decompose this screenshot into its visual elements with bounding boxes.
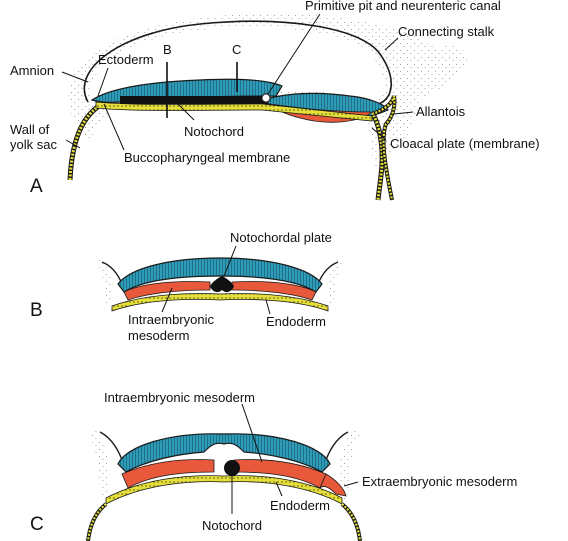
label-extraembryonic-mesoderm: Extraembryonic mesoderm xyxy=(362,474,517,489)
panel-b-stipple-left xyxy=(96,258,113,305)
label-mesoderm-b: mesoderm xyxy=(128,328,189,343)
label-notochordal-plate: Notochordal plate xyxy=(230,230,332,245)
leader-ectoderm xyxy=(97,67,109,97)
leader-allantois xyxy=(393,111,414,115)
label-primitive-pit: Primitive pit and neurenteric canal xyxy=(305,0,501,13)
leader-buccopharyngeal xyxy=(103,103,125,151)
leader-notochord-a xyxy=(177,103,195,121)
leader-intraembryonic-b xyxy=(161,287,173,313)
amnion-membrane xyxy=(83,20,392,105)
panel-c-notochord xyxy=(224,460,240,476)
leader-endoderm-c xyxy=(275,481,283,497)
primitive-pit xyxy=(261,93,271,103)
leader-intraembryonic-c xyxy=(241,403,263,463)
panel-b-endoderm xyxy=(111,293,329,312)
panel-b-stipple-right xyxy=(327,258,344,305)
label-section-b: B xyxy=(163,42,172,57)
panel-a: Primitive pit and neurenteric canal Conn… xyxy=(10,0,540,201)
panel-letter-a: A xyxy=(30,176,43,197)
yolk-sac-endoderm xyxy=(68,98,384,201)
label-notochord-a: Notochord xyxy=(184,124,244,139)
panel-c-stipple-right xyxy=(338,428,360,500)
label-yolk-sac: yolk sac xyxy=(10,137,57,152)
panel-b: Notochordal plate Intraembryonic mesoder… xyxy=(30,230,344,343)
leader-notochordal-plate xyxy=(223,245,237,277)
leader-cloacal-plate xyxy=(371,127,387,141)
label-section-c: C xyxy=(232,42,241,57)
panel-b-notochordal-plate xyxy=(210,276,234,293)
panel-b-mesoderm-left xyxy=(123,281,211,301)
leader-extraembryonic-c xyxy=(343,481,359,487)
panel-c-yolk-sac-left xyxy=(86,502,108,541)
yolk-sac-cavity xyxy=(76,110,374,200)
label-allantois: Allantois xyxy=(416,104,466,119)
notochord-process xyxy=(120,96,268,104)
panel-c-yolk-sac-left-endoderm xyxy=(86,503,107,541)
label-intraembryonic-b: Intraembryonic xyxy=(128,312,214,327)
panel-letter-c: C xyxy=(30,514,44,535)
panel-c-stipple-left xyxy=(88,428,110,500)
label-wall-of: Wall of xyxy=(10,122,50,137)
panel-c: Intraembryonic mesoderm Extraembryonic m… xyxy=(30,390,517,541)
panel-letter-b: B xyxy=(30,300,43,321)
label-endoderm-b: Endoderm xyxy=(266,314,326,329)
panel-c-yolk-sac-right-endoderm xyxy=(341,503,362,541)
panel-c-yolk-sac-right xyxy=(340,502,362,541)
leader-wall-yolk-sac xyxy=(65,139,81,149)
leader-connecting-stalk xyxy=(384,37,399,51)
leader-amnion xyxy=(61,71,89,83)
panel-b-ectoderm xyxy=(117,257,323,293)
label-intraembryonic-mesoderm: Intraembryonic mesoderm xyxy=(104,390,255,405)
label-amnion: Amnion xyxy=(10,63,54,78)
panel-c-ectoderm xyxy=(117,433,331,473)
panel-c-extraembryonic-mesoderm xyxy=(319,473,347,497)
label-ectoderm: Ectoderm xyxy=(98,52,154,67)
label-cloacal-plate: Cloacal plate (membrane) xyxy=(390,136,540,151)
label-connecting-stalk: Connecting stalk xyxy=(398,24,495,39)
allantois-endoderm xyxy=(371,95,396,201)
leader-primitive-pit xyxy=(267,13,321,95)
label-buccopharyngeal: Buccopharyngeal membrane xyxy=(124,150,290,165)
panel-b-mesoderm-right xyxy=(231,281,317,301)
leader-endoderm-b xyxy=(265,299,271,315)
endoderm-embryonic xyxy=(95,101,373,122)
panel-c-mesoderm-left xyxy=(121,459,215,489)
label-notochord-c: Notochord xyxy=(202,518,262,533)
label-endoderm-c: Endoderm xyxy=(270,498,330,513)
